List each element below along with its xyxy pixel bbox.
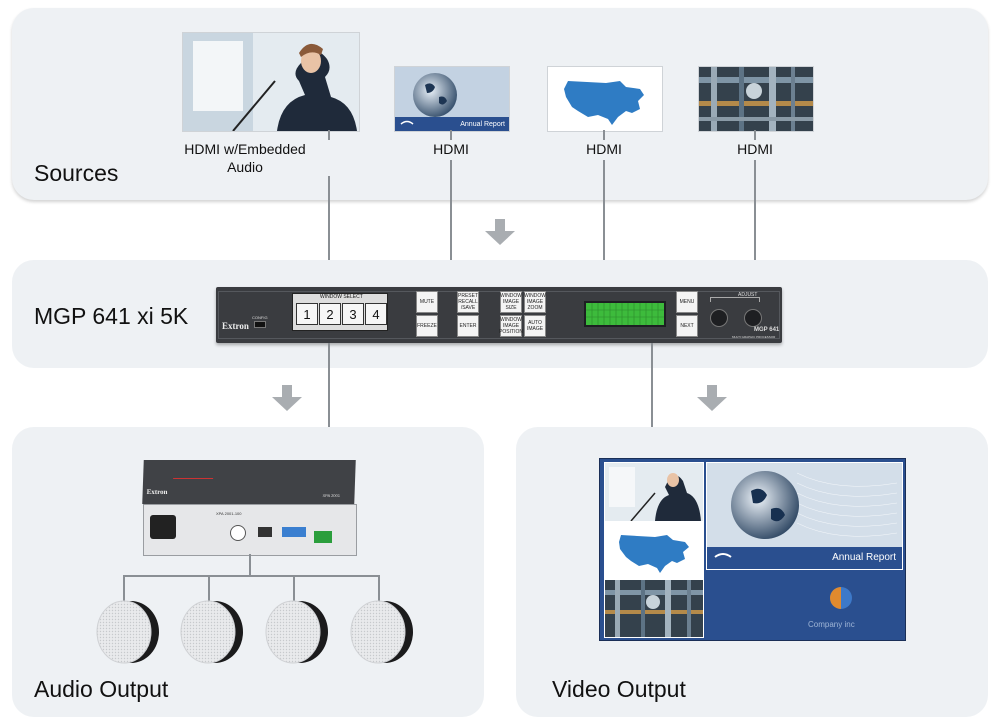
usa-map-image — [547, 66, 663, 132]
wire-speaker-2 — [208, 575, 210, 603]
mgp-641-device: Extron CONFIG WINDOW SELECT 1 2 3 4 MUTE… — [216, 287, 782, 343]
wire-amp-stem — [249, 554, 251, 576]
wire-to-video — [651, 343, 653, 461]
wire-speaker-3 — [293, 575, 295, 603]
wire-speaker-bus — [123, 575, 380, 577]
window-button-2[interactable]: 2 — [319, 303, 341, 325]
window-image-zoom-button[interactable]: WINDOW IMAGE ZOOM — [524, 291, 546, 313]
source-label-3: HDMI — [586, 141, 622, 157]
company-name: Company inc — [808, 620, 855, 629]
window-image-position-button[interactable]: WINDOW IMAGE POSITION — [499, 315, 523, 337]
annual-report-image: Annual Report — [394, 66, 510, 132]
adjust-label: ADJUST — [738, 292, 758, 298]
wire-source-2-top — [450, 130, 452, 140]
amplifier-rear-model: XPA 2001-100 — [216, 511, 242, 516]
output-window-annual-report: Annual Report — [706, 462, 903, 570]
wire-to-audio — [328, 343, 330, 455]
company-logo-icon — [830, 587, 852, 609]
source-label-4: HDMI — [737, 141, 773, 157]
device-brand: Extron — [222, 321, 249, 331]
annual-report-thumb-text: Annual Report — [460, 121, 505, 128]
wire-source-4-top — [754, 130, 756, 140]
audio-output-label: Audio Output — [34, 676, 169, 702]
industrial-pipes-image — [698, 66, 814, 132]
output-terminal — [314, 531, 332, 543]
window-image-size-button[interactable]: WINDOW IMAGE SIZE — [500, 291, 522, 313]
adjust-horizontal-knob[interactable] — [710, 309, 728, 327]
wire-source-1 — [328, 176, 330, 291]
config-port — [254, 321, 266, 328]
input-terminal — [282, 527, 306, 537]
adjust-bracket — [710, 297, 760, 302]
adjust-vertical-knob[interactable] — [744, 309, 762, 327]
speaker-3 — [265, 600, 328, 664]
device-model: MGP 641 — [754, 327, 780, 333]
speaker-2 — [180, 600, 243, 664]
amplifier-rear: XPA 2001-100 — [143, 504, 357, 556]
source-label-1: HDMI w/Embedded Audio — [184, 141, 306, 175]
output-window-map — [604, 522, 704, 579]
source-label-2: HDMI — [433, 141, 469, 157]
output-window-pipes — [604, 579, 704, 638]
freeze-button[interactable]: FREEZE — [416, 315, 438, 337]
window-select-label: WINDOW SELECT — [320, 294, 363, 300]
auto-image-button[interactable]: AUTO IMAGE — [524, 315, 546, 337]
preset-button[interactable]: PRESET RECALL /SAVE — [457, 291, 479, 313]
output-window-presenter — [604, 462, 704, 522]
sources-label: Sources — [34, 160, 119, 186]
window-button-1[interactable]: 1 — [296, 303, 318, 325]
device-subtitle: MULTI GRAPHIC PROCESSOR — [732, 335, 776, 339]
dip-switch — [258, 527, 272, 537]
wire-source-3-top — [603, 130, 605, 140]
mute-button[interactable]: MUTE — [416, 291, 438, 313]
next-button[interactable]: NEXT — [676, 315, 698, 337]
enter-button[interactable]: ENTER — [457, 315, 479, 337]
volume-dial — [230, 525, 246, 541]
speaker-1 — [96, 600, 159, 664]
lcd-display — [584, 301, 666, 327]
processor-label: MGP 641 xi 5K — [34, 303, 189, 329]
window-button-3[interactable]: 3 — [342, 303, 364, 325]
wire-source-2 — [450, 160, 452, 291]
config-label: CONFIG — [252, 315, 268, 320]
power-inlet — [150, 515, 176, 539]
presenter-image — [182, 32, 360, 132]
wire-speaker-1 — [123, 575, 125, 603]
window-button-4[interactable]: 4 — [365, 303, 387, 325]
wire-source-3 — [603, 160, 605, 291]
wire-speaker-4 — [378, 575, 380, 603]
video-output-label: Video Output — [552, 676, 686, 702]
speaker-4 — [350, 600, 413, 664]
video-output-screen: Annual Report Company inc — [599, 458, 906, 641]
wire-source-1-top — [328, 130, 330, 140]
output-annual-report-text: Annual Report — [832, 552, 896, 563]
wire-source-4 — [754, 160, 756, 291]
menu-button[interactable]: MENU — [676, 291, 698, 313]
